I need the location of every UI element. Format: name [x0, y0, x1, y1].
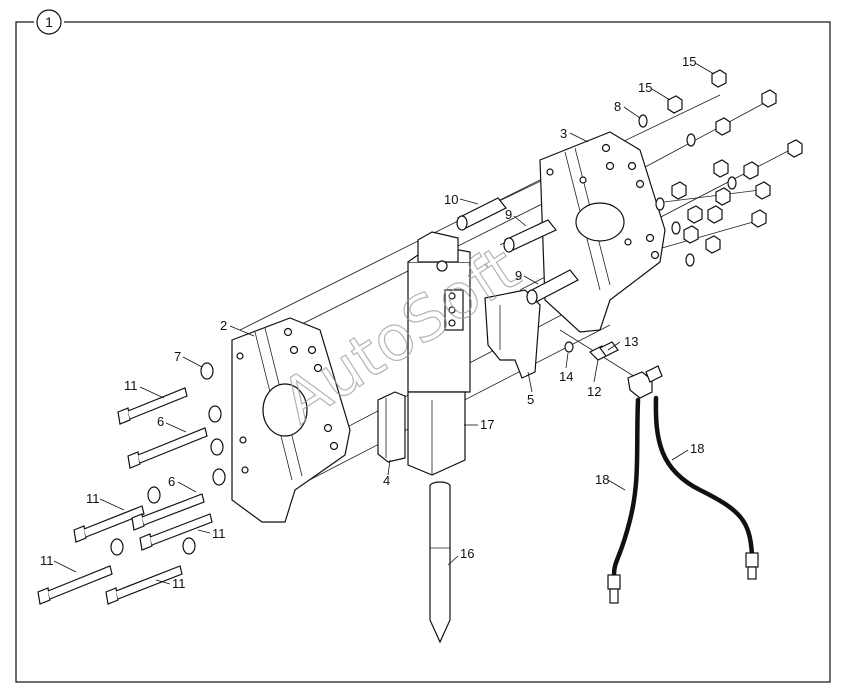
bolt-icon	[131, 493, 205, 531]
hydraulic-fittings	[564, 341, 663, 399]
callout-15-b: 15	[638, 80, 652, 95]
washer-icon	[182, 537, 196, 555]
washer-icon	[110, 538, 124, 556]
callout-2: 2	[220, 318, 227, 333]
callout-16: 16	[460, 546, 474, 561]
hex-nut-icon	[711, 69, 727, 88]
hex-nut-icon	[707, 205, 723, 224]
callout-3: 3	[560, 126, 567, 141]
side-plate-right	[539, 131, 666, 333]
washer-icon	[212, 468, 226, 486]
hex-nut-icon	[715, 187, 731, 206]
hex-nut-icon	[671, 181, 687, 200]
wear-bracket-left	[377, 391, 406, 463]
hex-nut-icon	[705, 235, 721, 254]
callout-18-b: 18	[595, 472, 609, 487]
washer-icon	[727, 176, 737, 190]
frame-number: 1	[45, 14, 53, 30]
callout-17: 17	[480, 417, 494, 432]
hex-nut-icon	[715, 117, 731, 136]
washer-icon	[686, 133, 696, 147]
bolt-icon	[127, 427, 208, 469]
nuts-and-washers-right	[638, 69, 803, 267]
washer-icon	[200, 362, 214, 380]
hex-nut-icon	[687, 205, 703, 224]
washer-icon	[147, 486, 161, 504]
hex-nut-icon	[713, 159, 729, 178]
washer-icon	[210, 438, 224, 456]
chisel-tool	[429, 481, 451, 644]
diagram-frame	[15, 21, 831, 683]
bolt-icon	[117, 387, 188, 425]
frame-number-badge: 1	[34, 9, 64, 35]
breaker-housing	[407, 231, 471, 393]
callout-11-a: 11	[124, 378, 138, 393]
callout-11-c: 11	[212, 526, 226, 541]
callout-6-a: 6	[157, 414, 164, 429]
washer-icon	[638, 114, 648, 128]
washer-icon	[685, 253, 695, 267]
callout-11-d: 11	[40, 553, 54, 568]
hex-nut-icon	[683, 225, 699, 244]
hydraulic-hoses	[607, 395, 759, 604]
bolts-left	[37, 362, 226, 605]
hex-nut-icon	[755, 181, 771, 200]
callout-13: 13	[624, 334, 638, 349]
washer-icon	[655, 197, 665, 211]
hex-nut-icon	[761, 89, 777, 108]
hex-nut-icon	[667, 95, 683, 114]
callout-labels: 15 15 8 3 10 9 9 2 7 11 6 13 14 12 5 17 …	[40, 54, 704, 591]
callout-11-b: 11	[86, 491, 100, 506]
callout-5: 5	[527, 392, 534, 407]
pins	[456, 197, 579, 305]
side-plate-left	[231, 317, 351, 523]
callout-leaders	[53, 62, 715, 585]
callout-4: 4	[383, 473, 390, 488]
callout-14: 14	[559, 369, 573, 384]
bolt-icon	[105, 565, 183, 605]
bolt-icon	[73, 505, 145, 543]
bolt-icon	[37, 565, 113, 605]
washer-icon	[671, 221, 681, 235]
callout-8: 8	[614, 99, 621, 114]
callout-12: 12	[587, 384, 601, 399]
callout-15-a: 15	[682, 54, 696, 69]
bolt-icon	[139, 513, 213, 551]
callout-6-b: 6	[168, 474, 175, 489]
breaker-lower-body	[407, 391, 466, 476]
callout-11-e: 11	[172, 576, 186, 591]
hex-nut-icon	[743, 161, 759, 180]
callout-9-b: 9	[515, 268, 522, 283]
callout-18-a: 18	[690, 441, 704, 456]
hex-nut-icon	[751, 209, 767, 228]
hex-nut-icon	[787, 139, 803, 158]
callout-9-a: 9	[505, 207, 512, 222]
callout-7: 7	[174, 349, 181, 364]
callout-10: 10	[444, 192, 458, 207]
washer-icon	[208, 405, 222, 423]
